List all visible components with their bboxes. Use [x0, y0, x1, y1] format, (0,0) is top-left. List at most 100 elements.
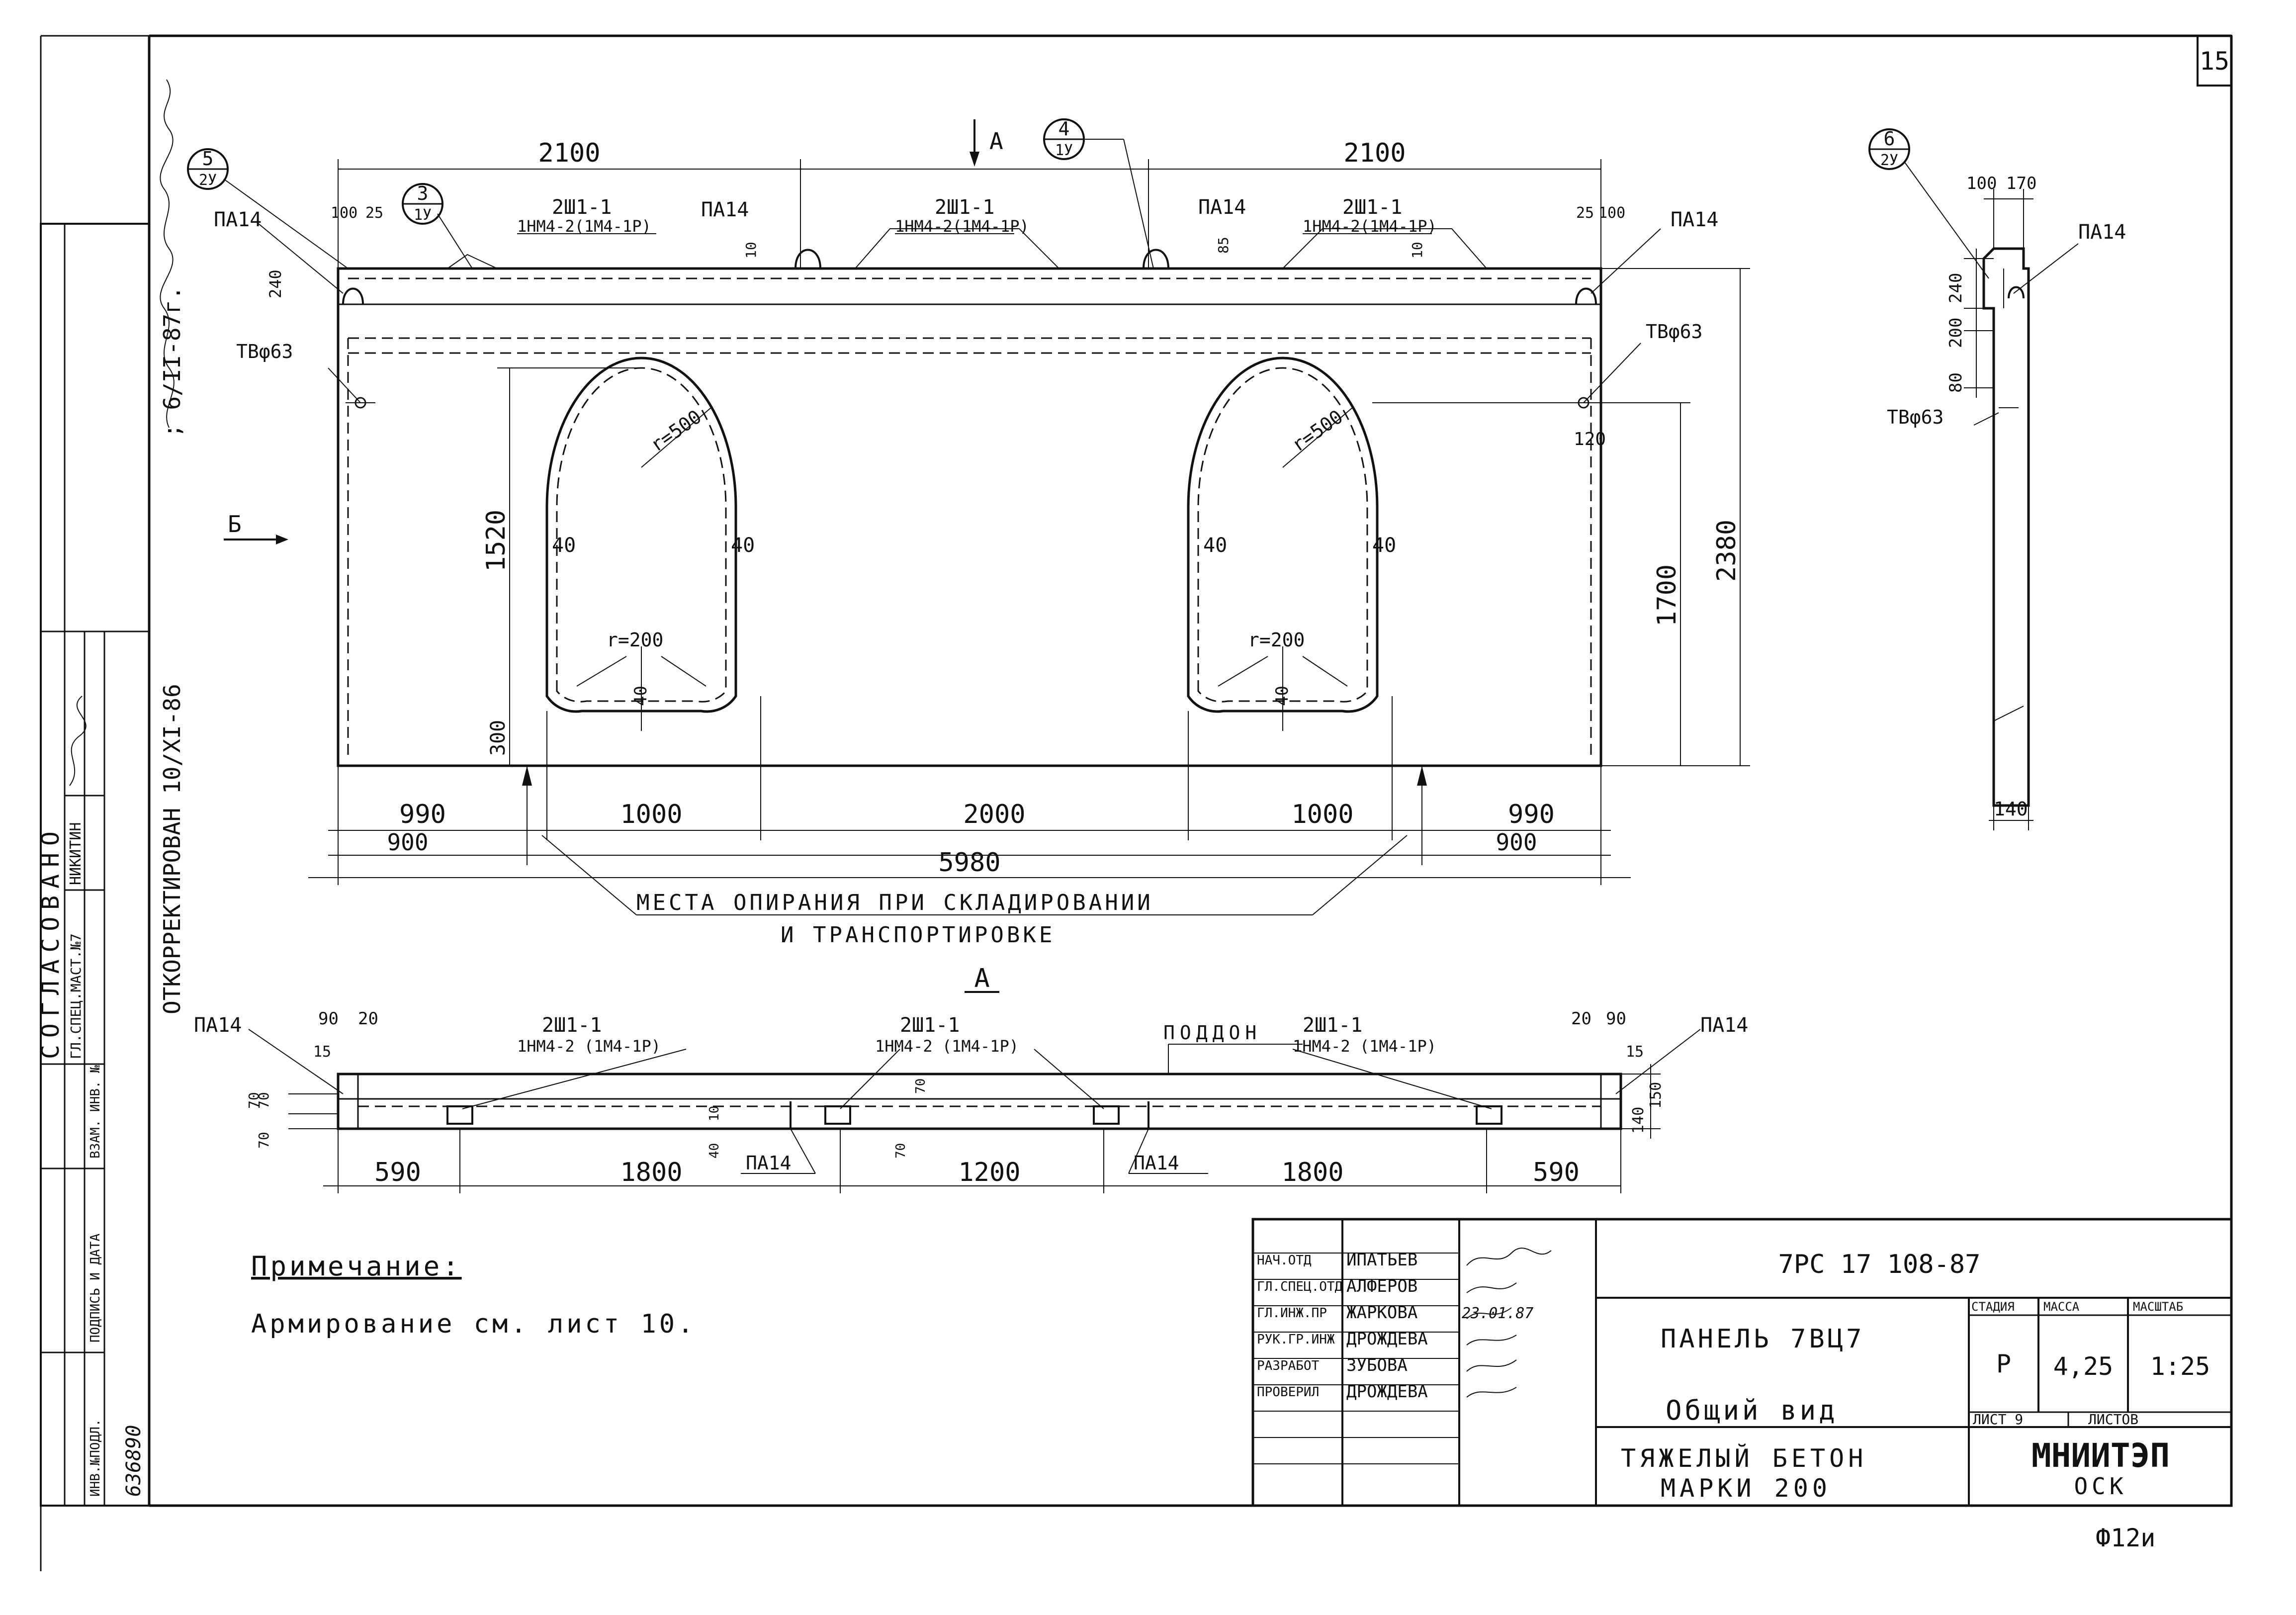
org-name: МНИИТЭП: [2031, 1436, 2170, 1475]
plan-dim-15-left: 15: [313, 1043, 331, 1061]
staff-role-1: ГЛ.СПЕЦ.ОТД: [1257, 1279, 1343, 1294]
corrected-note: ОТКОРРЕКТИРОВАН 10/XI-86: [159, 684, 185, 1014]
side-dim-200: 200: [1946, 318, 1966, 348]
handwritten-corrections: [160, 79, 175, 428]
radius-top-left: r=500: [646, 406, 706, 456]
dim-bottom-1000-left: 1000: [620, 800, 682, 829]
plan-dim-70-e: 70: [913, 1078, 928, 1094]
plan-dim-90-left: 90: [318, 1009, 339, 1029]
inv-swap-label: ВЗАМ. ИНВ. №: [88, 1065, 103, 1159]
dim-100-left: 100: [331, 204, 357, 222]
plan-dim-1200: 1200: [958, 1158, 1020, 1187]
agreed-stamp: СОГЛАСОВАНО: [37, 824, 65, 1059]
staff-name-3: ДРОЖДЕВА: [1346, 1329, 1428, 1349]
dim-bottom-1000-right: 1000: [1291, 800, 1353, 829]
staff-name-5: ДРОЖДЕВА: [1346, 1382, 1428, 1402]
mesh-sub-mid: 1НМ4-2(1М4-1Р): [895, 217, 1029, 236]
dim-10-mid: 10: [743, 242, 759, 259]
plan-dim-150: 150: [1647, 1082, 1665, 1109]
plan-pa14-left: ПА14: [194, 1014, 242, 1037]
staff-name-1: АЛФЕРОВ: [1346, 1276, 1417, 1296]
dim-40-lb: 40: [631, 686, 651, 706]
sheets-total-label: ЛИСТОВ: [2088, 1411, 2138, 1428]
dim-40-rl: 40: [1203, 534, 1227, 557]
dim-support-900-right: 900: [1496, 829, 1537, 856]
spec-signature: [69, 696, 87, 786]
plan-dim-10-a: 10: [707, 1106, 722, 1121]
dim-bottom-990-right: 990: [1508, 800, 1555, 829]
title-block: [1251, 1218, 2233, 1507]
mesh-sub-right: 1НМ4-2(1М4-1Р): [1303, 217, 1437, 236]
material-line1: ТЯЖЕЛЫЙ БЕТОН: [1621, 1443, 1867, 1473]
org-sub: ОСК: [2074, 1473, 2127, 1500]
staff-name-4: ЗУБОВА: [1346, 1355, 1408, 1375]
plan-dim-20-right: 20: [1571, 1009, 1591, 1029]
sheet-frame: [40, 34, 2233, 1571]
dim-100-right: 100: [1598, 204, 1625, 222]
plan-dim-70-c: 70: [246, 1092, 262, 1109]
plan-mesh-sub-mid: 1НМ4-2 (1М4-1Р): [875, 1037, 1019, 1056]
note-text: Армирование см. лист 10.: [251, 1309, 696, 1339]
mass-value: 4,25: [2053, 1352, 2113, 1381]
plan-dim-40-a: 40: [707, 1143, 722, 1159]
dim-support-900-left: 900: [387, 829, 428, 856]
plan-podon: ПОДДОН: [1163, 1022, 1261, 1044]
side-view: [1868, 128, 2079, 830]
dim-40-rr: 40: [1372, 534, 1396, 557]
material-line2: МАРКИ 200: [1661, 1474, 1831, 1503]
view-a-arrow-label: А: [989, 128, 1003, 155]
inv-orig-label: ИНВ.№ПОДЛ.: [88, 1419, 103, 1497]
dim-top-left: 2100: [538, 138, 600, 168]
plan-mesh-sub-right: 1НМ4-2 (1М4-1Р): [1293, 1037, 1436, 1056]
pa14-right: ПА14: [1671, 208, 1718, 231]
callout-3-num: 3: [417, 182, 429, 204]
view-b-arrow-label: Б: [228, 511, 242, 538]
staff-role-0: НАЧ.ОТД: [1257, 1253, 1312, 1268]
side-dim-80: 80: [1946, 372, 1966, 393]
mesh-label-mid: 2Ш1-1: [935, 196, 994, 219]
side-callout-sheet: 2У: [1880, 152, 1898, 169]
plan-dim-590-left: 590: [374, 1158, 421, 1187]
side-dim-140: 140: [1994, 798, 2028, 820]
tv-hole-left: ТВφ63: [236, 341, 293, 362]
pa14-mid-left: ПА14: [701, 198, 749, 221]
plan-dim-1800-left: 1800: [620, 1158, 682, 1187]
spec-name: НИКИТИН: [67, 822, 85, 885]
dim-85-mid: 85: [1215, 237, 1232, 254]
side-callout-num: 6: [1884, 128, 1895, 150]
panel-name: ПАНЕЛЬ 7ВЦ7: [1661, 1324, 1864, 1354]
plan-dim-15-right: 15: [1626, 1043, 1644, 1061]
plan-dim-590-right: 590: [1533, 1158, 1580, 1187]
plan-mesh-left: 2Ш1-1: [542, 1014, 602, 1037]
dim-total-5980: 5980: [938, 848, 1000, 878]
plan-dim-1800-right: 1800: [1281, 1158, 1343, 1187]
dim-1700: 1700: [1652, 564, 1682, 627]
corrected-extra: ; 6/II-87г.: [159, 286, 185, 438]
plan-pa14-mid-left: ПА14: [746, 1152, 792, 1174]
mass-header: МАССА: [2043, 1300, 2080, 1314]
side-pa14: ПА14: [2078, 221, 2126, 244]
dim-40-rb: 40: [1272, 686, 1292, 706]
dim-top-right: 2100: [1343, 138, 1406, 168]
inv-number: 636890: [122, 1425, 145, 1497]
front-view: [187, 118, 1750, 915]
staff-role-5: ПРОВЕРИЛ: [1257, 1385, 1319, 1400]
stage-value: Р: [1996, 1349, 2011, 1378]
side-stamp: [40, 223, 150, 1507]
spec-label: ГЛ.СПЕЦ.МАСТ.№7: [68, 933, 84, 1059]
plan-dim-70-a: 70: [256, 1092, 272, 1109]
dim-300: 300: [487, 720, 510, 756]
callout-4-num: 4: [1059, 118, 1070, 140]
dim-bottom-990-left: 990: [399, 800, 446, 829]
plan-view: [248, 991, 1701, 1193]
dim-2380: 2380: [1712, 520, 1742, 582]
plan-pa14-mid-right: ПА14: [1134, 1152, 1179, 1174]
side-dim-240: 240: [1946, 273, 1966, 303]
note-title: Примечание:: [251, 1251, 462, 1282]
callout-3-sheet: 1У: [414, 206, 432, 224]
side-dim-100: 100: [1966, 174, 1997, 193]
callout-5-num: 5: [202, 148, 214, 170]
dim-25-left: 25: [365, 204, 383, 222]
sheet-number-label: ЛИСТ 9: [1973, 1411, 2023, 1428]
